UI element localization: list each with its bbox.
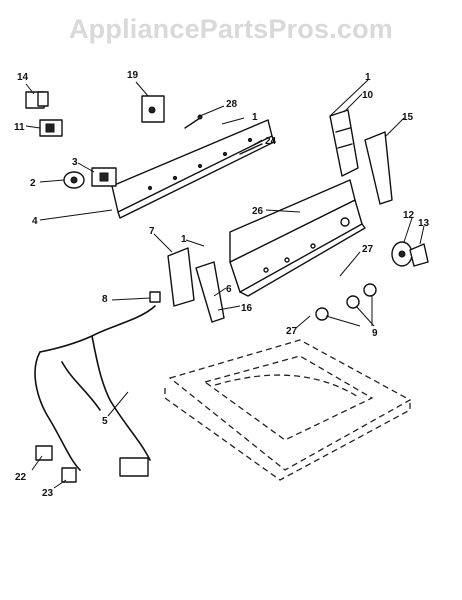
callout-8: 8 bbox=[102, 294, 108, 305]
callout-27-bottom: 27 bbox=[286, 326, 298, 337]
knob-13 bbox=[409, 243, 429, 267]
end-cap-15 bbox=[364, 131, 393, 205]
switch-11 bbox=[39, 119, 63, 137]
callout-14: 14 bbox=[17, 72, 29, 83]
callout-28: 28 bbox=[226, 99, 238, 110]
wire-harness-5 bbox=[34, 305, 156, 483]
callout-1-right: 1 bbox=[365, 72, 371, 83]
callout-5: 5 bbox=[102, 416, 108, 427]
connector-8 bbox=[149, 291, 161, 303]
watermark: AppliancePartsPros.com bbox=[68, 14, 393, 44]
callout-1-top: 1 bbox=[252, 112, 258, 123]
cabinet-top-outline bbox=[164, 339, 412, 481]
control-bracket bbox=[111, 119, 275, 219]
switch-2 bbox=[63, 171, 85, 189]
timer-switch-14 bbox=[25, 91, 49, 109]
callout-27-right: 27 bbox=[362, 244, 374, 255]
console-panel bbox=[229, 179, 366, 297]
callout-7: 7 bbox=[149, 226, 155, 237]
knobs-9 bbox=[315, 283, 377, 321]
end-cap-16 bbox=[195, 261, 225, 323]
callout-16: 16 bbox=[241, 303, 253, 314]
callout-15: 15 bbox=[402, 112, 414, 123]
callout-23: 23 bbox=[42, 488, 54, 499]
knob-12 bbox=[391, 241, 413, 267]
callout-9: 9 bbox=[372, 328, 378, 339]
callout-26: 26 bbox=[252, 206, 264, 217]
callout-13: 13 bbox=[418, 218, 430, 229]
callout-4: 4 bbox=[32, 216, 38, 227]
switch-19 bbox=[141, 95, 165, 123]
screw-24 bbox=[239, 143, 263, 155]
callout-10: 10 bbox=[362, 90, 374, 101]
switch-3 bbox=[91, 167, 117, 187]
callout-12: 12 bbox=[403, 210, 415, 221]
screw-28 bbox=[184, 114, 203, 129]
callout-1-mid: 1 bbox=[181, 234, 187, 245]
callout-11: 11 bbox=[14, 122, 25, 133]
callout-6: 6 bbox=[226, 284, 232, 295]
leader-lines bbox=[25, 79, 425, 489]
bracket-10 bbox=[329, 109, 359, 177]
callout-labels: 14 11 2 3 4 19 28 1 24 1 10 15 26 7 1 8 … bbox=[14, 70, 430, 499]
callout-22: 22 bbox=[15, 472, 27, 483]
callout-19: 19 bbox=[127, 70, 139, 81]
callout-2: 2 bbox=[30, 178, 36, 189]
callout-3: 3 bbox=[72, 157, 78, 168]
callout-24: 24 bbox=[265, 136, 277, 147]
end-bracket-7 bbox=[167, 247, 195, 307]
